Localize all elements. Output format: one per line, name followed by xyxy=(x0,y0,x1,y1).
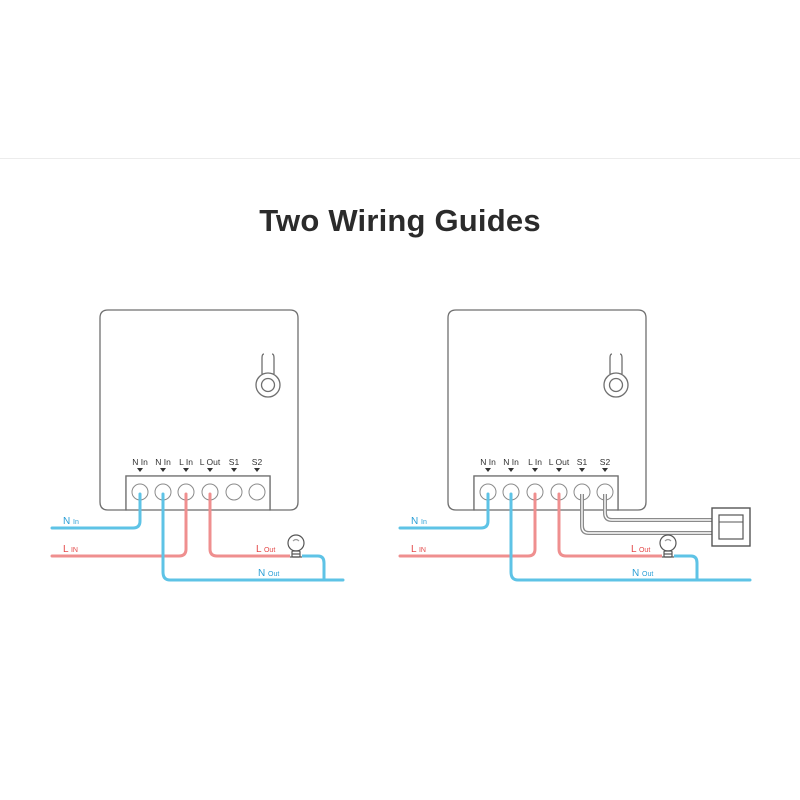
wire-n-out-2 xyxy=(509,492,752,582)
terminal-screws-2 xyxy=(479,483,614,501)
terminal-label: N In xyxy=(155,457,171,467)
wire-l-out-1 xyxy=(208,492,280,558)
terminal-labels-1: N In N In L In L Out S1 S2 xyxy=(132,457,262,467)
terminal-labels-2: N In N In L In L Out S1 S2 xyxy=(480,457,610,467)
page-title: Two Wiring Guides xyxy=(259,203,541,238)
wire-l-out-2 xyxy=(557,492,654,558)
wire-bulb-neutral-1 xyxy=(308,554,326,582)
terminal-label: L In xyxy=(179,457,193,467)
label-l-out-2: L Out xyxy=(631,544,650,555)
terminal-label: N In xyxy=(480,457,496,467)
terminal-block-1 xyxy=(125,475,271,511)
label-n-in-2: N In xyxy=(411,516,427,527)
terminal-label: N In xyxy=(132,457,148,467)
wire-n-out-1 xyxy=(161,492,345,582)
terminal-label: S2 xyxy=(600,457,611,467)
label-n-in-1: N In xyxy=(63,516,79,527)
terminal-block-2 xyxy=(473,475,619,511)
label-l-out-1: L Out xyxy=(256,544,275,555)
wire-n-in-1 xyxy=(50,492,142,530)
label-l-in-2: L IN xyxy=(411,544,426,555)
hook-icon xyxy=(255,353,281,398)
label-l-in-1: L IN xyxy=(63,544,78,555)
terminal-label: S2 xyxy=(252,457,263,467)
diagram-1: N In N In L In L Out S1 S2 xyxy=(50,309,345,582)
terminal-arrows-2 xyxy=(485,468,608,472)
label-n-out-2: N Out xyxy=(632,568,653,579)
wire-n-in-2 xyxy=(398,492,490,530)
wire-l-in-2 xyxy=(398,492,537,558)
hook-icon xyxy=(603,353,629,398)
terminal-arrows-1 xyxy=(137,468,260,472)
wall-switch-icon xyxy=(711,507,751,547)
wire-l-in-1 xyxy=(50,492,188,558)
bulb-icon xyxy=(287,534,305,558)
terminal-label: S1 xyxy=(229,457,240,467)
terminal-label: N In xyxy=(503,457,519,467)
diagram-2: N In N In L In L Out S1 S2 xyxy=(398,309,752,582)
label-n-out-1: N Out xyxy=(258,568,279,579)
terminal-label: L Out xyxy=(549,457,570,467)
wire-bulb-neutral-2 xyxy=(682,554,699,582)
terminal-label: L In xyxy=(528,457,542,467)
terminal-label: S1 xyxy=(577,457,588,467)
wire-switch-highlight-2 xyxy=(581,494,712,534)
terminal-label: L Out xyxy=(200,457,221,467)
top-divider xyxy=(0,158,800,159)
bulb-icon xyxy=(659,534,677,558)
